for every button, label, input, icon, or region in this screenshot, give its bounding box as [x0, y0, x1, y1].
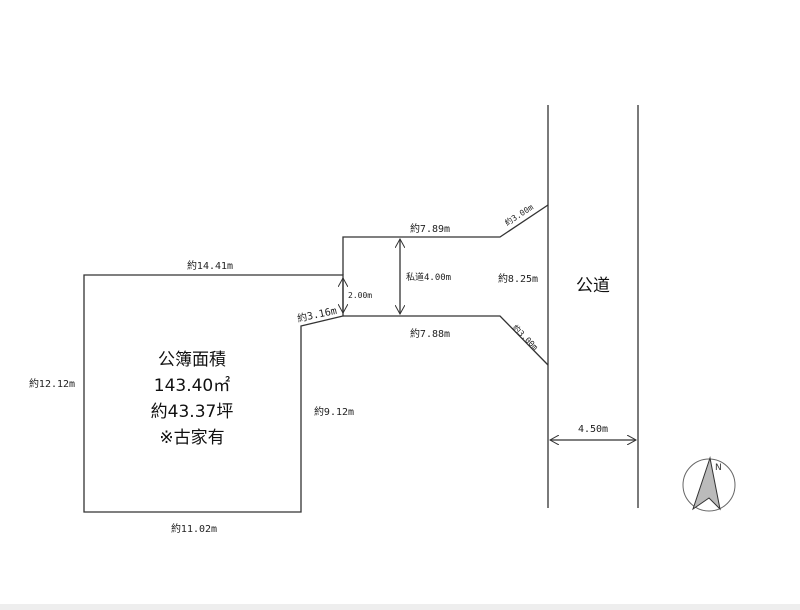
dim-private-road-bottom: 約7.88m: [410, 327, 450, 340]
dim-neck: 2.00m: [348, 291, 372, 300]
dim-bottom: 約11.02m: [171, 522, 217, 535]
dim-left: 約12.12m: [29, 377, 75, 390]
dim-private-road-width: 私道4.00m: [406, 271, 451, 283]
dim-top: 約14.41m: [187, 259, 233, 272]
area-title: 公簿面積: [158, 350, 226, 370]
dim-corner-bottom: 約3.00m: [511, 322, 541, 352]
dim-frontage: 約8.25m: [498, 272, 538, 285]
dim-public-road-width: 4.50m: [578, 424, 608, 435]
area-sqm: 143.40㎡: [154, 376, 230, 396]
bottom-bar: [0, 604, 800, 610]
compass-label: N: [715, 463, 722, 473]
private-road-top-edge: [342, 204, 549, 275]
north-compass-icon: N: [682, 456, 736, 512]
public-road-label: 公道: [576, 276, 610, 296]
private-road-bottom-edge: [343, 315, 549, 366]
dim-private-road-top: 約7.89m: [410, 222, 450, 235]
area-tsubo: 約43.37坪: [151, 402, 234, 422]
dim-right: 約9.12m: [314, 405, 354, 418]
lot-note: ※古家有: [159, 428, 224, 448]
